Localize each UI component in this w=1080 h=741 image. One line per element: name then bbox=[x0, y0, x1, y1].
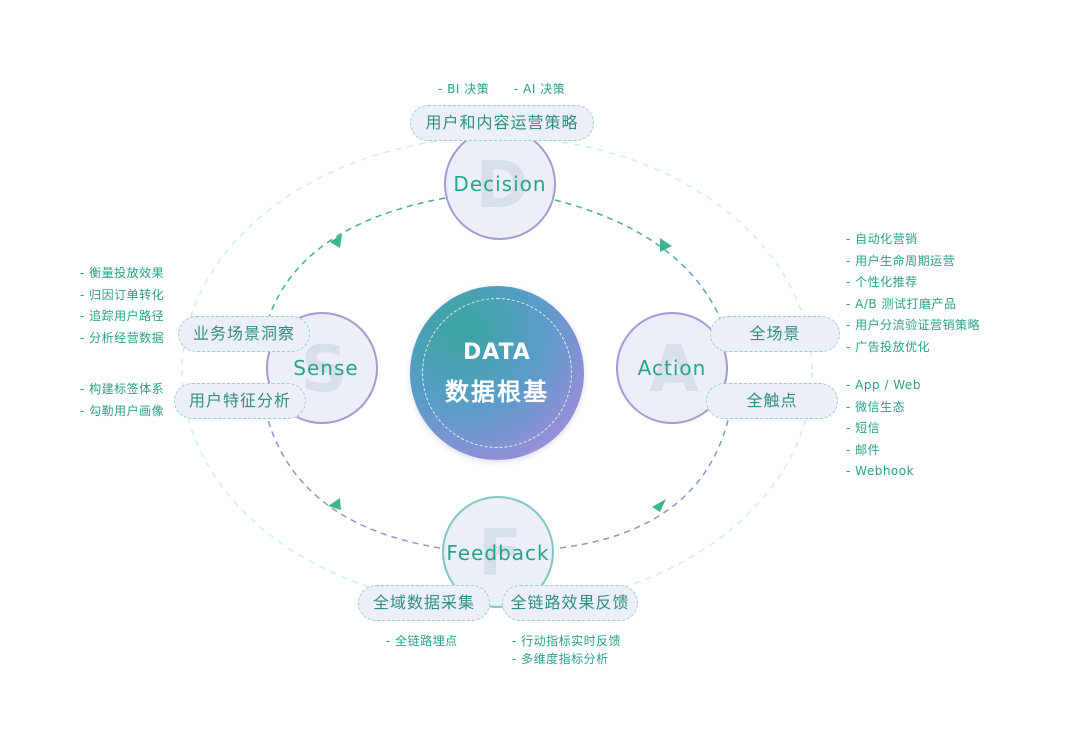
arc-sense-to-decision bbox=[267, 197, 446, 321]
left-pill-insight: 业务场景洞察 bbox=[178, 316, 310, 352]
arc-feedback-to-sense bbox=[267, 419, 441, 549]
list-item: 短信 bbox=[846, 418, 921, 440]
bottom-list-2-item-1: - 行动指标实时反馈 bbox=[512, 634, 622, 648]
list-item: 勾勒用户画像 bbox=[80, 401, 164, 423]
action-label: Action bbox=[637, 356, 707, 380]
left-list-1: 衡量投放效果 归因订单转化 追踪用户路径 分析经营数据 bbox=[80, 263, 164, 349]
list-item: 构建标签体系 bbox=[80, 379, 164, 401]
data-core-ring bbox=[422, 298, 572, 448]
arrow-head-2 bbox=[652, 499, 666, 512]
sense-letter: S bbox=[300, 333, 348, 407]
bottom-pill-feedback: 全链路效果反馈 bbox=[502, 585, 638, 621]
left-list-2: 构建标签体系 勾勒用户画像 bbox=[80, 379, 164, 422]
list-item: 用户分流验证营销策略 bbox=[846, 315, 980, 337]
list-item: Webhook bbox=[846, 461, 921, 483]
right-pill-scenarios: 全场景 bbox=[710, 316, 840, 352]
list-item: 追踪用户路径 bbox=[80, 306, 164, 328]
arrow-head-1 bbox=[660, 238, 672, 252]
list-item: 邮件 bbox=[846, 440, 921, 462]
action-letter: A bbox=[649, 333, 699, 407]
list-item: 个性化推荐 bbox=[846, 272, 980, 294]
decision-letter: D bbox=[475, 149, 529, 223]
list-item: 分析经营数据 bbox=[80, 328, 164, 350]
arrow-head-3 bbox=[328, 498, 341, 510]
list-item: App / Web bbox=[846, 375, 921, 397]
list-item: 广告投放优化 bbox=[846, 337, 980, 359]
right-list-1: 自动化营销 用户生命周期运营 个性化推荐 A/B 测试打磨产品 用户分流验证营销… bbox=[846, 229, 980, 358]
sense-node: S bbox=[266, 312, 378, 424]
list-item: 用户生命周期运营 bbox=[846, 251, 980, 273]
list-item: 微信生态 bbox=[846, 397, 921, 419]
bottom-list-1-item: - 全链路埋点 bbox=[386, 634, 458, 648]
feedback-label: Feedback bbox=[446, 541, 550, 565]
list-item: A/B 测试打磨产品 bbox=[846, 294, 980, 316]
core-subtitle: 数据根基 bbox=[445, 378, 549, 406]
core-title: DATA bbox=[463, 340, 531, 365]
bottom-list-2-item-2: - 多维度指标分析 bbox=[512, 652, 609, 666]
list-item: 自动化营销 bbox=[846, 229, 980, 251]
list-item: 归因订单转化 bbox=[80, 285, 164, 307]
sense-label: Sense bbox=[293, 356, 359, 380]
arc-action-to-feedback bbox=[559, 419, 729, 549]
bottom-pill-collection: 全域数据采集 bbox=[358, 585, 490, 621]
arrow-head-4 bbox=[330, 234, 342, 248]
left-pill-features: 用户特征分析 bbox=[174, 383, 306, 419]
feedback-letter: F bbox=[478, 517, 522, 591]
decision-label: Decision bbox=[453, 172, 547, 196]
list-item: 衡量投放效果 bbox=[80, 263, 164, 285]
top-tag-ai: - AI 决策 bbox=[514, 82, 566, 96]
right-pill-touchpoints: 全触点 bbox=[706, 383, 838, 419]
arc-decision-to-action bbox=[554, 199, 726, 331]
decision-node: D bbox=[444, 128, 556, 240]
right-list-2: App / Web 微信生态 短信 邮件 Webhook bbox=[846, 375, 921, 483]
top-pill: 用户和内容运营策略 bbox=[410, 105, 594, 141]
top-tag-bi: - BI 决策 bbox=[438, 82, 490, 96]
